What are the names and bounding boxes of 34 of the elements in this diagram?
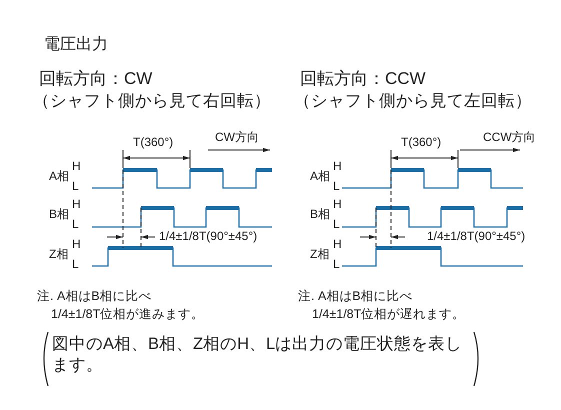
level-label: H [333, 160, 342, 174]
level-label: L [72, 180, 79, 194]
level-label: L [333, 180, 340, 194]
dimension-label: 1/4±1/8T(90°±45°) [427, 230, 526, 244]
level-label: H [333, 238, 342, 252]
signal-name: Z相 [49, 248, 68, 262]
dimension-label: T(360°) [401, 136, 442, 150]
dimension-label: T(360°) [133, 136, 174, 150]
level-label: L [333, 218, 340, 232]
title: 電圧出力 [44, 36, 108, 54]
level-label: H [333, 198, 342, 212]
direction-label: CW方向 [215, 131, 259, 144]
note-text: 図中のA相、B相、Z相のH、Lは出力の電圧状態を表します。 [52, 334, 464, 376]
note-text: 注. A相はB相に比べ [298, 290, 413, 304]
signal-name: B相 [49, 208, 70, 222]
level-label: L [72, 258, 79, 272]
signal-name: B相 [310, 208, 330, 222]
direction-label: CCW方向 [483, 131, 536, 144]
level-label: H [72, 238, 81, 252]
signal-name: A相 [49, 170, 70, 184]
rotation-note: （シャフト側から見て右回転） [33, 92, 271, 110]
panel-heading: 回転方向：CW [39, 70, 152, 89]
note-text: 1/4±1/8T位相が遅れます。 [312, 308, 466, 322]
level-label: L [72, 218, 79, 232]
level-label: L [333, 258, 340, 272]
dimension-label: 1/4±1/8T(90°±45°) [159, 230, 258, 244]
note-text: 1/4±1/8T位相が進みます。 [51, 308, 204, 322]
rotation-note: （シャフト側から見て左回転） [294, 92, 532, 110]
level-label: H [72, 160, 81, 174]
signal-name: Z相 [310, 248, 330, 262]
level-label: H [72, 198, 81, 212]
panel-heading: 回転方向：CCW [300, 70, 426, 89]
signal-name: A相 [310, 170, 330, 184]
note-text: 注. A相はB相に比べ [37, 290, 152, 304]
